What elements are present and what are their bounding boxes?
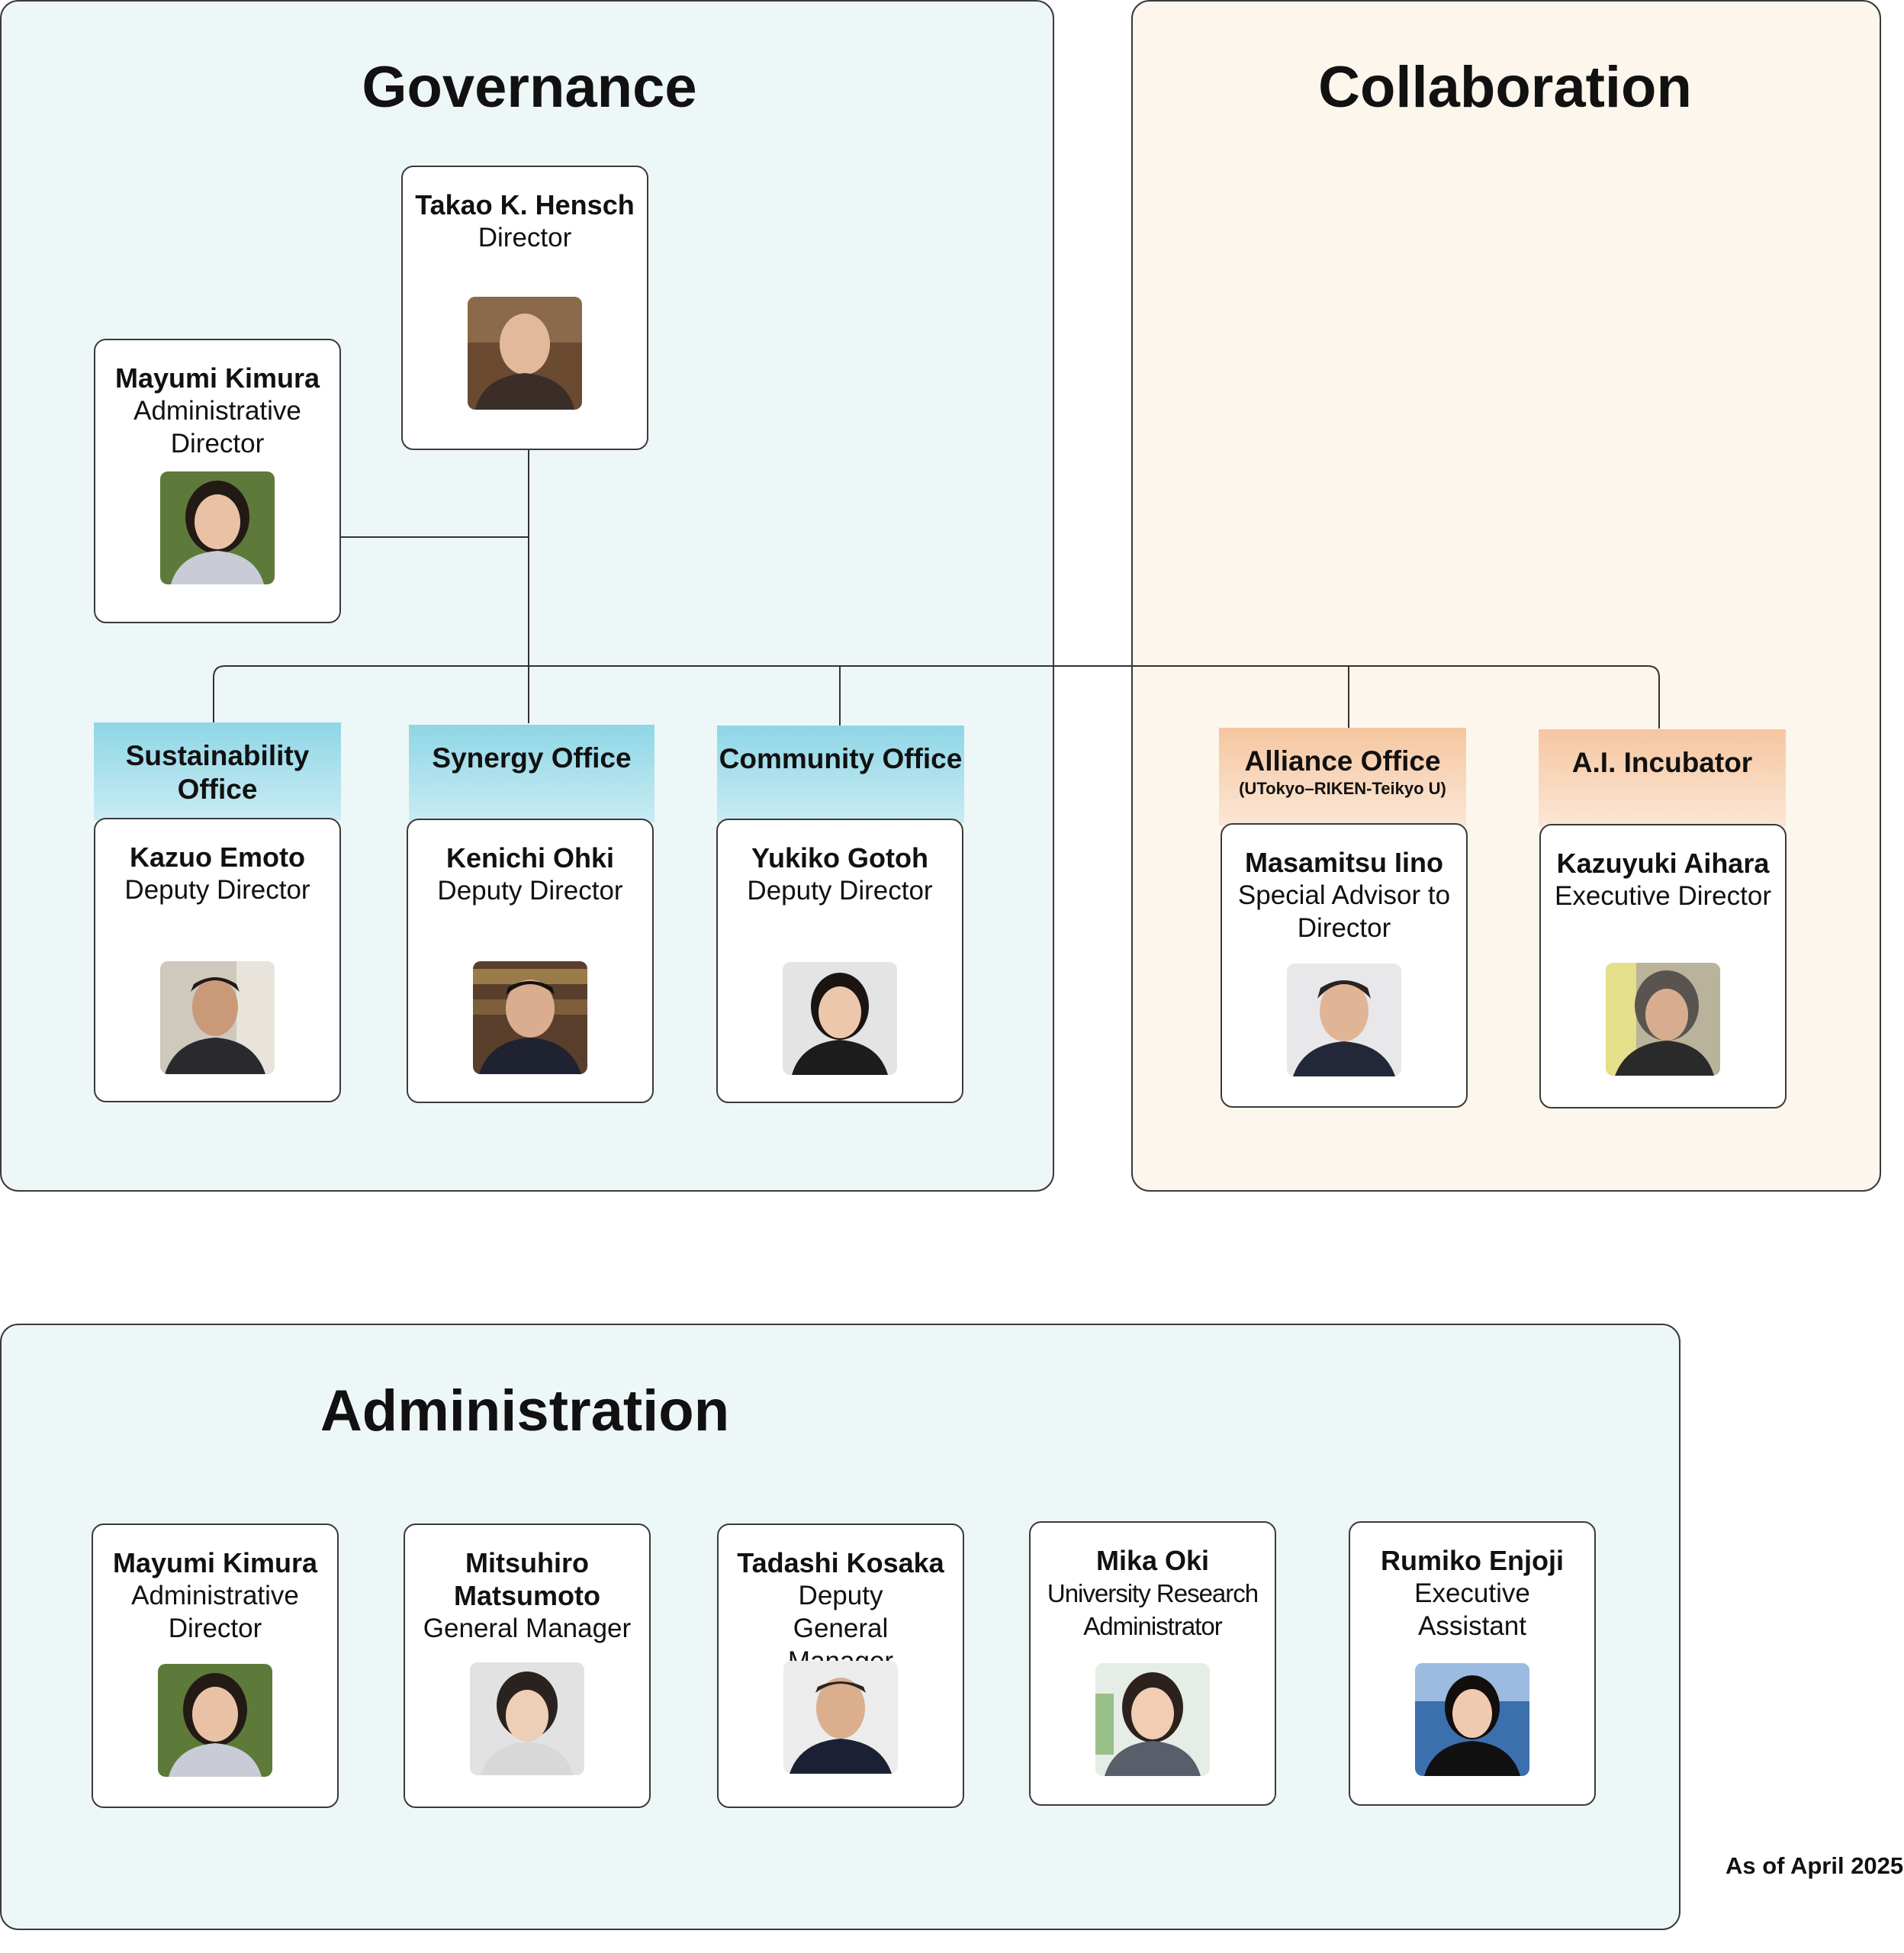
admin-member-role: University Research Administrator bbox=[1047, 1579, 1259, 1640]
synergy-office-name: Kenichi Ohki bbox=[445, 842, 615, 874]
admin-director-photo bbox=[160, 471, 275, 584]
admin-director-card: Mayumi Kimura Administrative Director bbox=[94, 339, 341, 623]
admin-director-role: Administrative Director bbox=[133, 396, 301, 458]
admin-member-name: Mayumi Kimura bbox=[112, 1547, 318, 1578]
admin-member-card: Mitsuhiro Matsumoto General Manager bbox=[404, 1523, 651, 1808]
admin-member-photo bbox=[470, 1662, 584, 1775]
director-card: Takao K. Hensch Director bbox=[401, 166, 648, 450]
synergy-office-header: Synergy Office bbox=[409, 725, 654, 822]
admin-member-role: Administrative Director bbox=[131, 1581, 299, 1643]
synergy-office-role: Deputy Director bbox=[437, 876, 623, 906]
admin-member-photo bbox=[1095, 1663, 1210, 1776]
ai-incubator-photo bbox=[1606, 963, 1720, 1076]
sustainability-office-name: Kazuo Emoto bbox=[130, 841, 305, 873]
sustainability-office-role: Deputy Director bbox=[124, 875, 310, 905]
community-office-name: Yukiko Gotoh bbox=[751, 842, 928, 874]
ai-incubator-name: Kazuyuki Aihara bbox=[1556, 848, 1770, 879]
admin-member-name: Mika Oki bbox=[1095, 1545, 1210, 1576]
alliance-office-subtitle: (UTokyo–RIKEN-Teikyo U) bbox=[1239, 779, 1446, 798]
administration-title: Administration bbox=[320, 1379, 730, 1443]
admin-member-photo bbox=[158, 1664, 272, 1777]
synergy-office-card: Kenichi Ohki Deputy Director bbox=[407, 819, 654, 1103]
ai-incubator-role: Executive Director bbox=[1555, 881, 1771, 911]
alliance-office-photo bbox=[1287, 964, 1401, 1076]
alliance-office-name: Masamitsu Iino bbox=[1244, 847, 1444, 878]
admin-member-card: Rumiko Enjoji Executive Assistant bbox=[1349, 1521, 1596, 1806]
admin-member-role: Executive Assistant bbox=[1414, 1578, 1530, 1641]
collaboration-title: Collaboration bbox=[1318, 55, 1692, 120]
alliance-office-role: Special Advisor to Director bbox=[1237, 880, 1451, 943]
synergy-office-title: Synergy Office bbox=[432, 742, 632, 774]
admin-member-card: Tadashi Kosaka Deputy General Manager bbox=[717, 1523, 964, 1808]
admin-member-name: Tadashi Kosaka bbox=[737, 1547, 944, 1578]
director-name: Takao K. Hensch bbox=[415, 189, 635, 220]
admin-member-card: Mayumi Kimura Administrative Director bbox=[92, 1523, 339, 1808]
community-office-role: Deputy Director bbox=[747, 876, 933, 906]
admin-member-photo bbox=[1415, 1663, 1529, 1776]
admin-director-name: Mayumi Kimura bbox=[114, 362, 320, 394]
alliance-office-header: Alliance Office (UTokyo–RIKEN-Teikyo U) bbox=[1219, 728, 1466, 825]
community-office-photo bbox=[783, 962, 897, 1075]
admin-member-photo bbox=[783, 1661, 898, 1774]
admin-member-role: General Manager bbox=[423, 1614, 632, 1643]
alliance-office-title: Alliance Office bbox=[1244, 745, 1441, 777]
community-office-header: Community Office bbox=[717, 726, 964, 823]
ai-incubator-title: A.I. Incubator bbox=[1571, 747, 1753, 778]
director-role: Director bbox=[478, 223, 572, 253]
sustainability-office-card: Kazuo Emoto Deputy Director bbox=[94, 818, 341, 1102]
sustainability-office-title: Sustainability Office bbox=[125, 740, 310, 805]
sustainability-office-header: Sustainability Office bbox=[94, 722, 341, 820]
director-photo bbox=[468, 297, 582, 410]
admin-member-card: Mika Oki University Research Administrat… bbox=[1029, 1521, 1276, 1806]
admin-member-name: Mitsuhiro Matsumoto bbox=[454, 1547, 600, 1611]
ai-incubator-card: Kazuyuki Aihara Executive Director bbox=[1539, 824, 1787, 1108]
community-office-title: Community Office bbox=[719, 743, 963, 774]
ai-incubator-header: A.I. Incubator bbox=[1539, 729, 1786, 827]
sustainability-office-photo bbox=[160, 961, 275, 1074]
community-office-card: Yukiko Gotoh Deputy Director bbox=[716, 819, 963, 1103]
as-of-date: As of April 2025 bbox=[1726, 1852, 1904, 1879]
synergy-office-photo bbox=[473, 961, 587, 1074]
admin-member-name: Rumiko Enjoji bbox=[1380, 1545, 1564, 1576]
alliance-office-card: Masamitsu Iino Special Advisor to Direct… bbox=[1221, 823, 1468, 1108]
governance-title: Governance bbox=[362, 55, 697, 120]
